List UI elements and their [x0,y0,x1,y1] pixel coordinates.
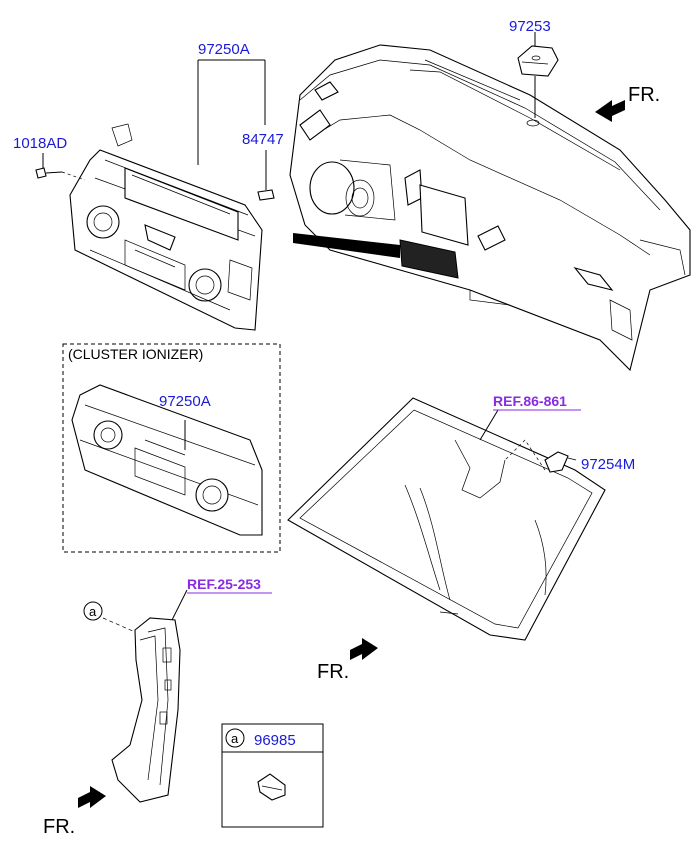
dashboard-panel [289,44,691,372]
fr-arrow-top [595,100,625,122]
box-callout-a-circle [225,728,245,748]
fr-label-top: FR. [628,84,660,106]
label-97253[interactable]: 97253 [509,18,551,35]
fr-arrow-mid [350,638,378,660]
cluster-ionizer-caption: (CLUSTER IONIZER) [68,346,203,362]
solar-sensor-97253 [517,32,559,118]
ref-86-861[interactable]: REF.86-861 [493,393,567,409]
install-arrow [293,233,400,258]
label-97250a-ionizer[interactable]: 97250A [159,393,211,410]
label-97250a-top[interactable]: 97250A [198,41,250,58]
label-leader-97250a [197,59,266,165]
box-callout-a: a [231,731,239,746]
air-duct [102,589,188,803]
windshield [287,397,606,641]
callout-a: a [89,604,97,619]
label-96985[interactable]: 96985 [254,732,296,749]
screw-1018ad [35,153,86,181]
fr-label-bottom: FR. [43,816,75,838]
label-84747[interactable]: 84747 [242,131,284,148]
callout-a-circle [83,601,103,621]
clip-84747 [257,150,275,201]
fr-arrow-bottom [78,786,106,808]
label-1018ad[interactable]: 1018AD [13,135,67,152]
ref-25-253[interactable]: REF.25-253 [187,576,261,592]
control-head-ionizer [71,384,263,536]
label-97254m[interactable]: 97254M [581,456,635,473]
climate-control-head [69,123,263,331]
cluster-ionizer-box [62,343,281,553]
fr-label-mid: FR. [317,661,349,683]
